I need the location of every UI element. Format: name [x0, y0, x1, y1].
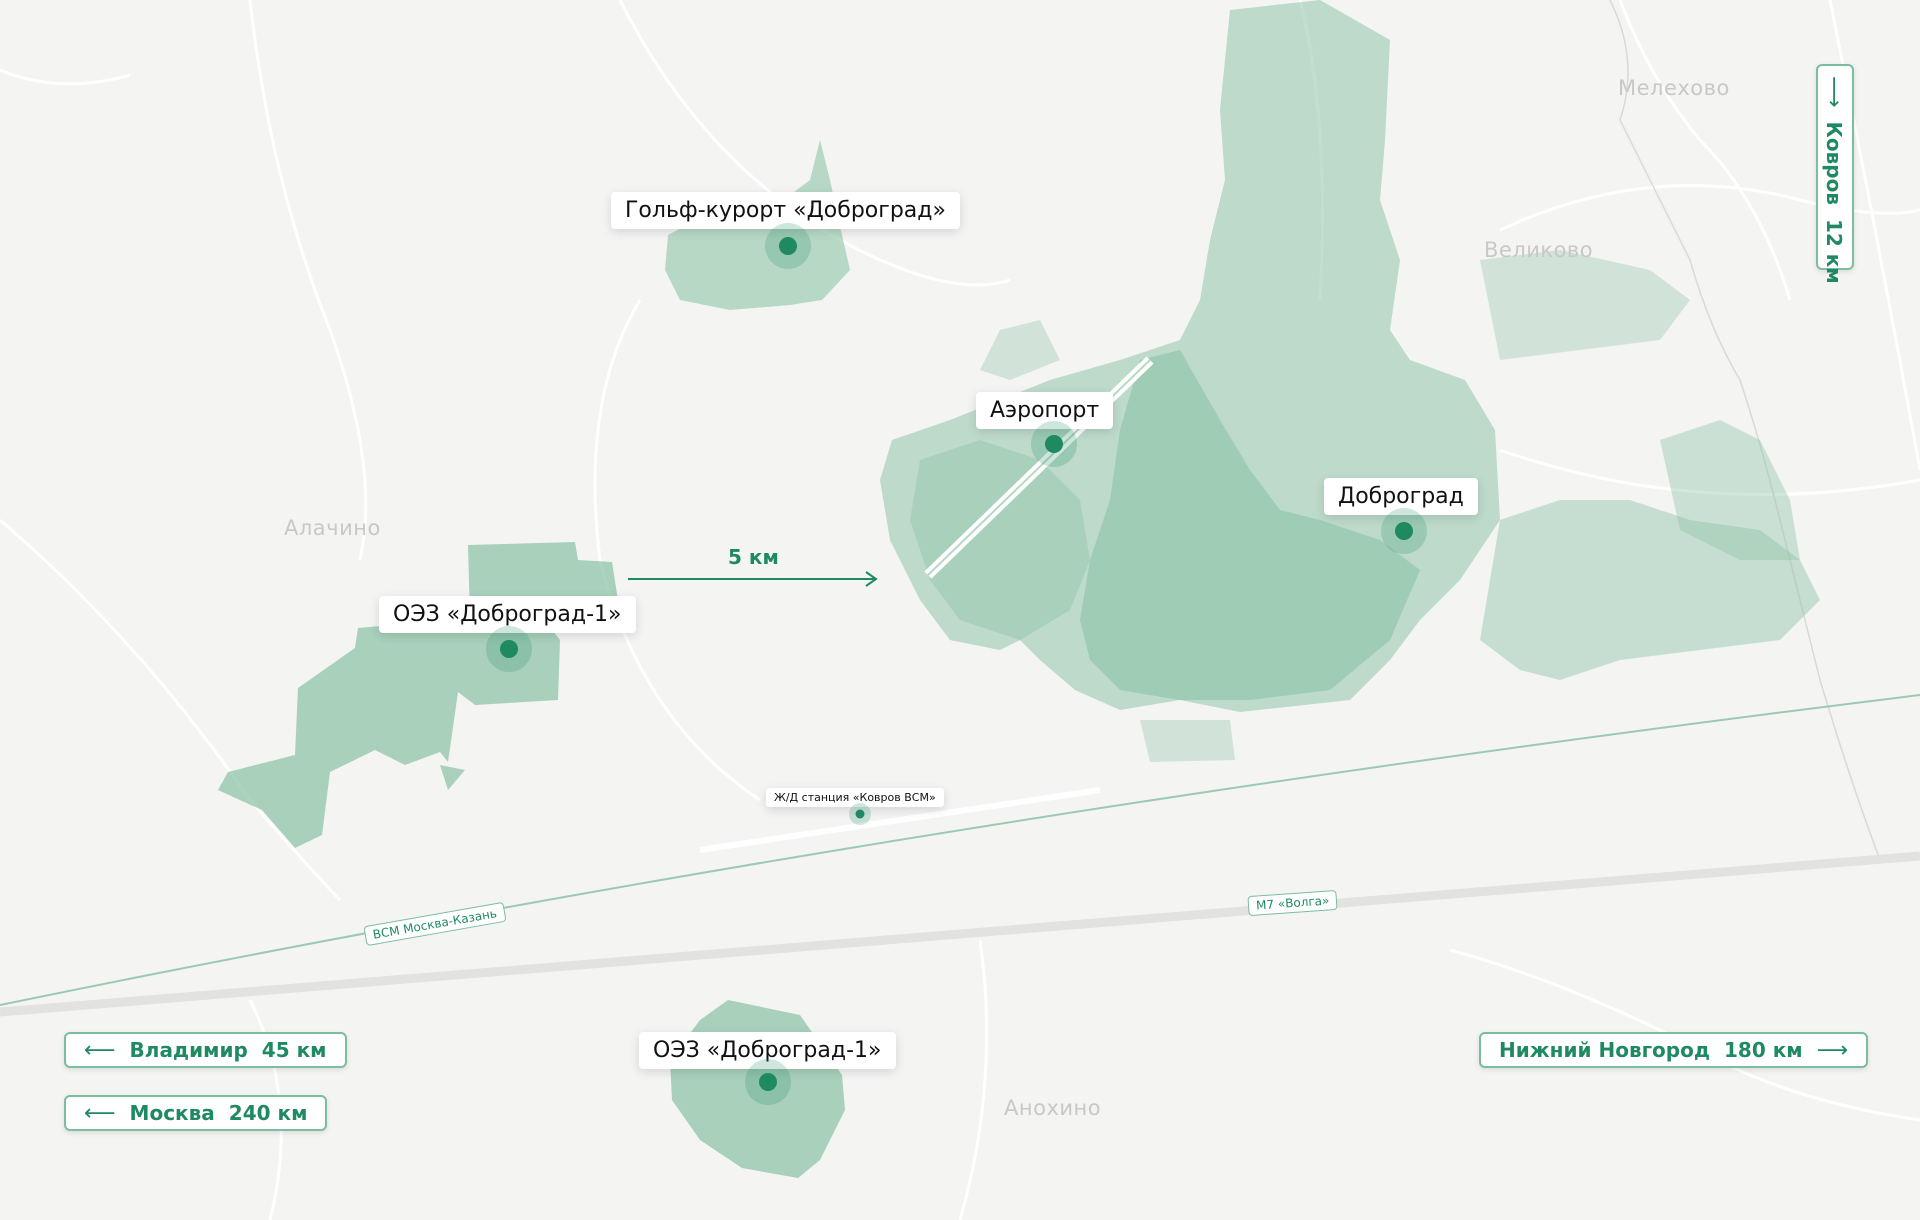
label-golf-resort[interactable]: Гольф-курорт «Доброград» — [611, 192, 960, 229]
direction-nizhny-novgorod-button[interactable]: Нижний Новгород 180 км ⟶ — [1479, 1032, 1869, 1068]
direction-vladimir-city: Владимир — [129, 1038, 248, 1062]
direction-vladimir-button[interactable]: ⟵ Владимир 45 км — [64, 1032, 347, 1068]
direction-moscow-button[interactable]: ⟵ Москва 240 км — [64, 1095, 328, 1131]
direction-kovrov-distance: 12 км — [1822, 219, 1847, 284]
village-melekhovo: Мелехово — [1618, 76, 1730, 100]
highway-m7 — [0, 851, 1920, 1017]
direction-moscow-distance: 240 км — [228, 1101, 308, 1125]
village-velikovo: Великово — [1484, 238, 1594, 262]
pin-railway-station[interactable] — [849, 803, 871, 825]
city-dobrograd — [880, 0, 1820, 762]
village-anokhino: Анохино — [1004, 1096, 1102, 1120]
river — [1609, 0, 1881, 861]
direction-nn-distance: 180 км — [1724, 1038, 1803, 1062]
village-alachino: Алачино — [284, 516, 381, 540]
pin-dobrograd[interactable] — [1381, 508, 1427, 554]
label-railway-station[interactable]: Ж/Д станция «Ковров ВСМ» — [766, 788, 944, 807]
direction-vladimir-distance: 45 км — [261, 1038, 327, 1062]
arrow-right-icon: ⟶ — [1816, 1037, 1849, 1063]
pin-sez-north[interactable] — [486, 626, 532, 672]
pin-sez-south[interactable] — [745, 1059, 791, 1105]
direction-moscow-city: Москва — [129, 1101, 215, 1125]
distance-label: 5 км — [728, 545, 779, 569]
sez-north-zone — [218, 542, 618, 848]
pin-golf-resort[interactable] — [765, 223, 811, 269]
distance-arrow — [628, 571, 878, 587]
direction-kovrov-city: Ковров — [1822, 121, 1847, 206]
pin-airport[interactable] — [1031, 421, 1077, 467]
arrow-left-icon: ⟵ — [84, 1037, 116, 1063]
arrow-up-icon: ⟵ — [1822, 76, 1847, 108]
direction-kovrov-button[interactable]: ⟵ Ковров 12 км — [1816, 64, 1854, 284]
direction-nn-city: Нижний Новгород — [1499, 1038, 1710, 1062]
hsr-rail — [0, 694, 1920, 1006]
arrow-left-icon: ⟵ — [84, 1100, 116, 1126]
label-sez-north[interactable]: ОЭЗ «Доброград-1» — [379, 596, 636, 633]
